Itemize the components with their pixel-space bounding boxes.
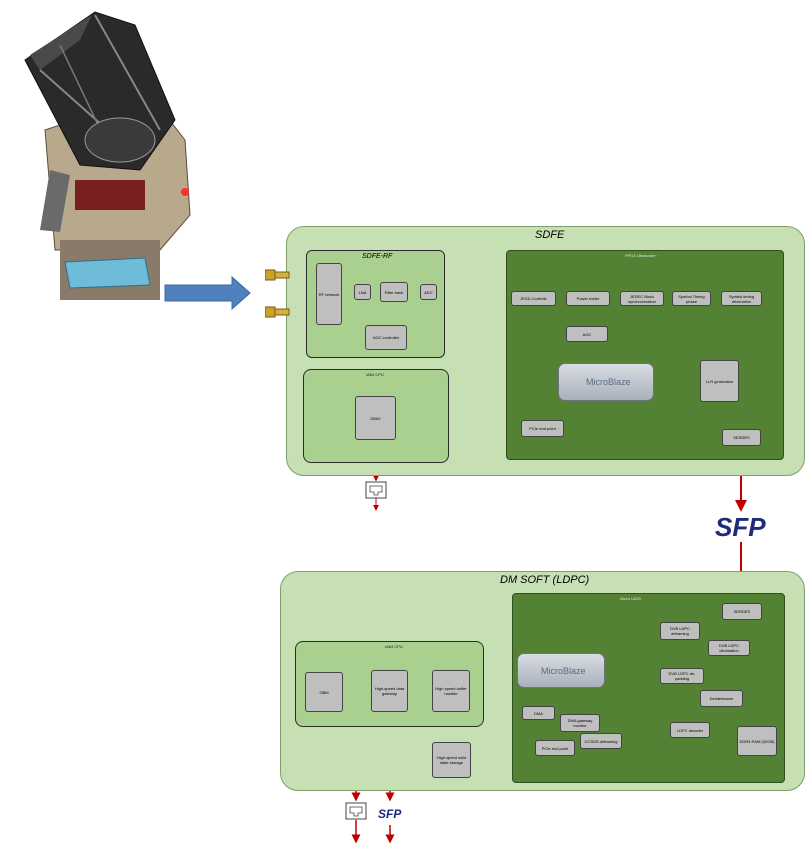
power-meter-block: Power meter: [566, 291, 610, 306]
symbol-timing-phase-block: Symbol Timing phase: [672, 291, 711, 306]
ia64-cpu-top-title: IA64 CPU: [366, 372, 384, 377]
network-port-icon-top: [366, 482, 386, 498]
rf-connector-icon-1: [265, 267, 291, 283]
dma-block: DMA: [522, 706, 555, 720]
fpga-ultrascale-title: FPGA Ultrascale+: [625, 253, 657, 258]
high-speed-gateway-block: High-speed data gateway: [371, 670, 408, 712]
ia64-cpu-bottom-title: IA64 CPU: [385, 644, 403, 649]
serdes-bottom-block: SERDES: [722, 603, 762, 620]
sfp-link-logo: SFP: [715, 512, 766, 543]
pcie-endpoint-bottom-block: PCIe end point: [535, 740, 575, 756]
dvb-ldpc-deframing-block: DVB LDPC deframing: [660, 622, 700, 640]
sdfe-rf-title: SDFE-RF: [362, 253, 392, 260]
ldpc-decoder-block: LDPC decoder: [670, 722, 710, 738]
ddr4-ram-block: DDR4 RAM (32GB): [737, 726, 777, 756]
agc-block: AGC: [566, 326, 608, 342]
microblaze-top-label: MicroBlaze: [586, 377, 631, 387]
ccsds-deframing-block: CCSDS deframing: [580, 733, 622, 749]
alveo-u200-title: Alveo U200: [620, 596, 641, 601]
lna-block: LNA: [354, 284, 371, 300]
adc-block: ADC: [420, 284, 437, 300]
dvb-ldpc-decimation-block: DVB LDPC décimation: [708, 640, 750, 656]
pcie-endpoint-top-block: PCIe end point: [521, 420, 564, 437]
high-speed-buffer-block: High speed buffer handler: [432, 670, 470, 712]
deinterleaver-block: Deinterleaver: [700, 690, 743, 707]
rf-connector-icon-2: [265, 304, 291, 320]
obm-block: OBM: [305, 672, 343, 712]
sfp-small-logo: SFP: [378, 807, 401, 821]
network-port-icon-bottom: [346, 803, 366, 819]
dvb-ldpc-depadding-block: DVB LDPC de-padding: [660, 668, 704, 684]
jedec-sync-block: JEDEC Block synchronisation: [620, 291, 664, 306]
obay-block: OBAY: [355, 396, 396, 440]
microblaze-bottom-label: MicroBlaze: [541, 666, 586, 676]
telescope-illustration: [25, 12, 190, 300]
agc-controller-block: AGC controller: [365, 325, 407, 350]
jesd-block: JESD Contrôle: [511, 291, 556, 306]
symbol-timing-decimation-block: Symbol timing décimation: [721, 291, 762, 306]
dma-gateway-monitor-block: DMA gateway monitor: [560, 714, 600, 732]
solid-state-storage-block: High speed solid state storage: [432, 742, 471, 778]
sdfe-title: SDFE: [535, 229, 564, 241]
dm-soft-title: DM SOFT (LDPC): [500, 574, 589, 586]
llr-generation-block: LLR generation: [700, 360, 739, 402]
serdes-top-block: SERDES: [722, 429, 761, 446]
big-arrow: [165, 277, 250, 309]
rf-network-block: RF network: [316, 263, 342, 325]
filter-bank-block: Filter bank: [380, 282, 408, 302]
